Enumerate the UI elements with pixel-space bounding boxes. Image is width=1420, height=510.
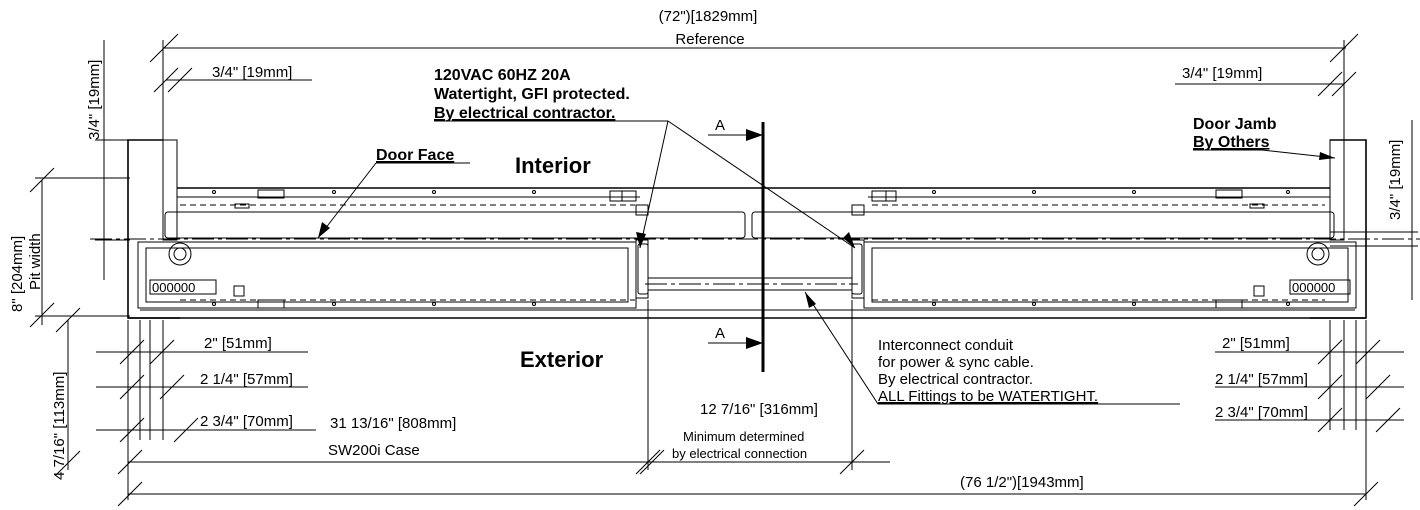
min-dim-label-2: by electrical connection [672,446,807,461]
conduit-note-line-3: By electrical contractor. [878,371,1033,388]
top-reference-label: Reference [675,31,744,48]
right-frac-dim: 3/4" [19mm] [1182,65,1262,82]
left-dim-2-1-4: 2 1/4" [57mm] [200,371,293,388]
left-terminal-block: 000000 [152,280,195,295]
left-vertical-4-7-16-text: 4 7/16" [113mm] [51,372,68,480]
conduit-note-line-1: Interconnect conduit [878,337,1014,354]
left-vertical-frac-dim: 3/4" [19mm] [86,40,130,280]
interior-label: Interior [515,153,591,178]
pit-width-dimension: 8" [204mm] Pit width [9,167,130,328]
right-dim-2-3-4: 2 3/4" [70mm] [1215,404,1308,421]
section-label-top: A [715,117,725,134]
left-dim-2-3-4: 2 3/4" [70mm] [200,413,293,430]
pit-width-label: Pit width [27,233,44,290]
min-dim-value: 12 7/16" [316mm] [700,401,818,418]
conduit-note-line-2: for power & sync cable. [878,354,1034,371]
door-face-note: Door Face [317,147,470,239]
pit-width-value: 8" [204mm] [9,236,26,312]
door-jamb-line-2: By Others [1193,134,1270,151]
door-jamb-line-1: Door Jamb [1193,116,1277,133]
minimum-dimension: 12 7/16" [316mm] Minimum determined by e… [639,300,890,475]
power-note-line-1: 120VAC 60HZ 20A [434,67,571,84]
left-vertical-4-7-16-dim: 4 7/16" [113mm] [51,307,81,480]
door-assembly: 000000 000000 [90,139,1420,319]
door-jamb-note: Door Jamb By Others [1193,116,1336,160]
right-vertical-frac-dim: 3/4" [19mm] [1330,120,1418,300]
power-note-line-2: Watertight, GFI protected. [434,86,630,103]
door-face-label: Door Face [376,147,454,164]
bottom-total-value: (76 1/2")[1943mm] [960,474,1084,491]
min-dim-label-1: Minimum determined [683,429,804,444]
exterior-label: Exterior [520,347,604,372]
left-vertical-frac-text: 3/4" [19mm] [86,60,103,140]
top-reference-dimension: (72")[1829mm] Reference [149,8,1359,140]
power-note-line-3: By electrical contractor. [434,105,615,122]
conduit-note: Interconnect conduit for power & sync ca… [804,291,1180,405]
power-note: 120VAC 60HZ 20A Watertight, GFI protecte… [434,67,856,249]
rail-screws [212,190,1290,306]
right-terminal-block: 000000 [1292,280,1335,295]
case-dimension: 31 13/16" [808mm] SW200i Case [117,300,661,475]
left-stacked-dimensions: 2" [51mm] 2 1/4" [57mm] 2 3/4" [70mm] [96,320,316,500]
case-dim-value: 31 13/16" [808mm] [330,415,456,432]
conduit-note-line-4: ALL Fittings to be WATERTIGHT. [878,388,1098,405]
case-dim-label: SW200i Case [328,442,420,459]
left-frac-dim: 3/4" [19mm] [212,64,292,81]
section-label-bottom: A [715,325,725,342]
right-dim-2-1-4: 2 1/4" [57mm] [1215,371,1308,388]
right-vertical-frac-text: 3/4" [19mm] [1387,140,1404,220]
upper-frac-dimensions: 3/4" [19mm] 3/4" [19mm] [153,64,1357,97]
right-stacked-dimensions: 2" [51mm] 2 1/4" [57mm] 2 3/4" [70mm] [1215,320,1404,440]
top-reference-value: (72")[1829mm] [659,8,758,25]
bottom-total-dimension: (76 1/2")[1943mm] [117,440,1379,507]
left-dim-2in: 2" [51mm] [204,335,272,352]
section-line-aa: A A [708,117,765,372]
right-dim-2in: 2" [51mm] [1222,335,1290,352]
